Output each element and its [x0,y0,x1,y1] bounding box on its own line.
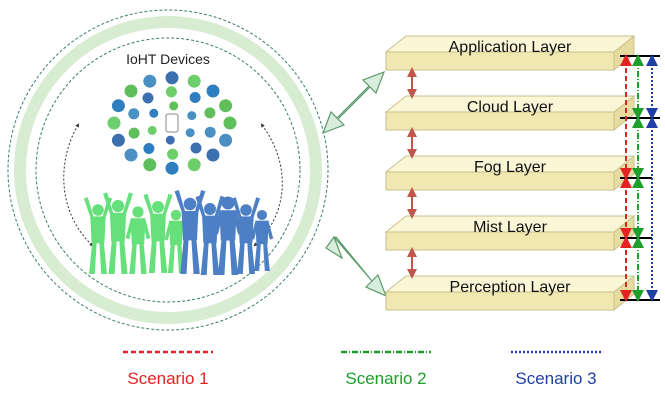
user-icon [189,141,203,155]
layer-slab: Application Layer [384,34,636,72]
layer-slab: Cloud Layer [384,94,636,132]
person-silhouette [143,193,173,273]
person-silhouette [125,206,151,274]
layer-slab: Perception Layer [384,274,636,312]
pill-icon [142,73,158,89]
watch-icon [127,107,141,121]
layer-slab: Mist Layer [384,214,636,252]
wifi-icon [110,98,126,114]
layer-label: Perception Layer [450,279,572,296]
iot-devices-title: IoHT Devices [126,51,210,67]
sensor-icon [203,125,217,139]
gear-icon [168,100,180,112]
layer-label: Mist Layer [473,219,547,236]
inner-dashed-ring [35,37,301,303]
laptop-icon [164,85,178,99]
legend-label-scenario-2: Scenario 2 [345,369,426,388]
printer-icon [148,107,160,119]
sensor-icon [222,115,238,131]
phone-icon [166,147,180,161]
heart-icon [184,127,196,139]
wifi-icon [203,106,217,120]
thick-green-ring [14,16,322,324]
iot-circle: IoHT Devices [7,9,329,331]
legend: Scenario 1 Scenario 2 Scenario 3 [123,350,601,388]
layer-label: Application Layer [449,39,572,56]
upper-connector-arrow [321,70,386,135]
connector-arrows [321,70,388,298]
legend-label-scenario-1: Scenario 1 [127,369,208,388]
person-silhouette [103,192,133,274]
gear-icon [205,83,221,99]
user-icon [218,132,234,148]
monitor-icon [142,142,156,155]
thermometer-icon [123,147,139,163]
device-icon-cluster [106,70,238,176]
monitor-icon [186,157,202,173]
legend-label-scenario-3: Scenario 3 [515,369,596,388]
pill-icon [164,134,176,146]
camera-icon [164,160,180,176]
person-silhouette [250,209,274,271]
layer-label: Cloud Layer [467,99,554,116]
left-cycle-arrow [63,123,94,247]
people-group [83,190,274,275]
outer-dashed-ring [7,9,329,331]
tablet-icon [106,115,122,131]
phone-icon [205,147,221,163]
car-icon [146,124,158,136]
tablet-icon [188,91,202,104]
person-silhouette [174,190,206,274]
thermometer-icon [141,91,155,105]
lower-connector-arrow-tip [325,235,344,260]
printer-icon [186,73,202,89]
person-silhouette [83,197,113,274]
person-silhouette [231,197,261,274]
lower-connector-arrow-body [329,236,388,298]
laptop-icon [110,132,126,148]
person-silhouette [195,195,225,275]
heart-icon [123,83,139,99]
car-icon [164,70,180,86]
scenario-arrows [620,54,660,302]
light-icon [186,110,198,122]
light-icon [218,98,234,114]
camera-icon [127,126,141,140]
layer-slab: Fog Layer [384,154,636,192]
tablet-icon [165,113,179,133]
watch-icon [142,157,158,173]
layer-label: Fog Layer [474,159,547,176]
